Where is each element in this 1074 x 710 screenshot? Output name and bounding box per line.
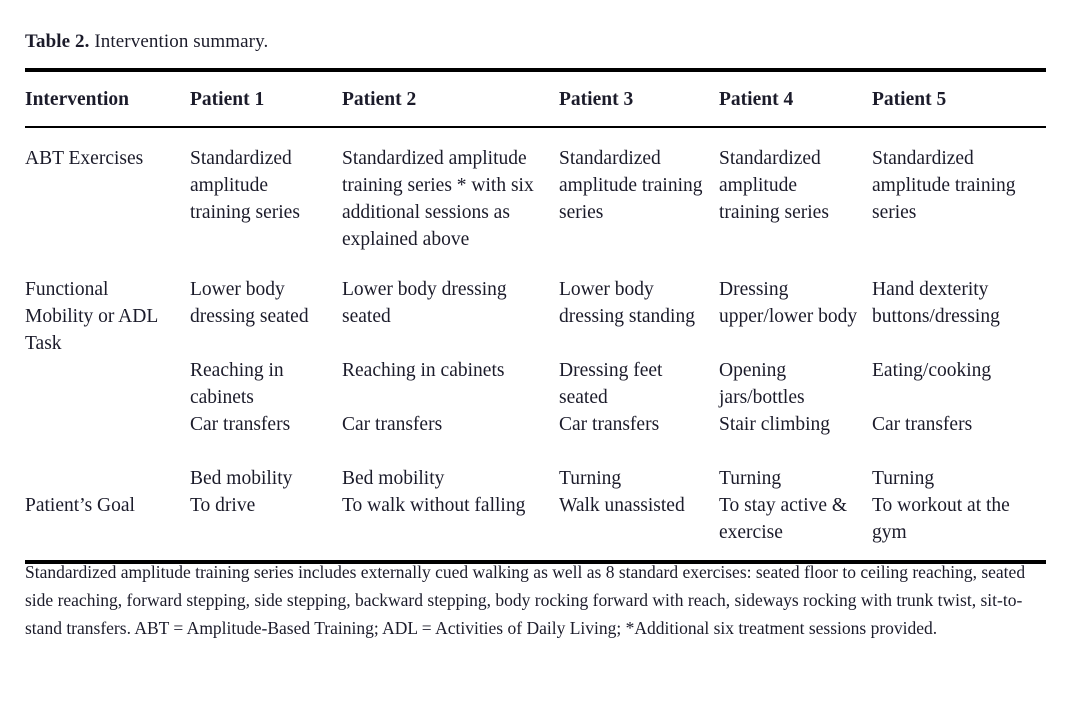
cell-abt-patient-2: Standardized amplitude training series *… <box>342 148 534 250</box>
cell-goal-patient-3: Walk unassisted <box>559 495 685 516</box>
adl-item: Hand dexterity buttons/dressing <box>872 279 1000 327</box>
table-caption: Table 2. Intervention summary. <box>25 30 268 54</box>
adl-item: Lower body dressing standing <box>559 279 695 327</box>
adl-item: Lower body dressing seated <box>342 279 507 327</box>
cell-goal-patient-5: To workout at the gym <box>872 495 1010 543</box>
adl-item: Bed mobility <box>342 468 445 489</box>
adl-item: Dressing upper/lower body <box>719 279 858 327</box>
cell-abt-patient-5: Standardized amplitude training series <box>872 148 1016 223</box>
adl-item: Car transfers <box>872 414 973 435</box>
table-caption-text: Intervention summary. <box>89 31 269 52</box>
row-header-patient-goal: Patient’s Goal <box>25 495 135 516</box>
adl-item: Car transfers <box>342 414 443 435</box>
table-row-functional-mobility: Functional Mobility or ADL Task Lower bo… <box>25 263 1046 492</box>
intervention-summary-table: Intervention Patient 1 Patient 2 Patient… <box>25 68 1046 564</box>
adl-item: Car transfers <box>190 414 291 435</box>
cell-goal-patient-4: To stay active & exercise <box>719 495 848 543</box>
cell-adl-patient-3: Lower body dressing standing Dressing fe… <box>559 263 719 492</box>
cell-abt-patient-1: Standardized amplitude training series <box>190 148 300 223</box>
adl-item: Lower body dressing seated <box>190 279 309 327</box>
table-footnote: Standardized amplitude training series i… <box>25 562 1026 638</box>
row-header-abt-exercises: ABT Exercises <box>25 148 144 169</box>
cell-abt-patient-4: Standardized amplitude training series <box>719 148 829 223</box>
column-header-patient-5: Patient 5 <box>872 88 947 110</box>
cell-goal-patient-1: To drive <box>190 495 256 516</box>
table-caption-label: Table 2. <box>25 31 90 52</box>
column-header-patient-1: Patient 1 <box>190 88 265 110</box>
table-rule-bottom <box>25 560 1046 564</box>
row-header-functional-mobility: Functional Mobility or ADL Task <box>25 279 158 354</box>
adl-item: Stair climbing <box>719 414 831 435</box>
adl-item: Reaching in cabinets <box>190 360 284 408</box>
column-header-patient-3: Patient 3 <box>559 88 634 110</box>
column-header-patient-4: Patient 4 <box>719 88 794 110</box>
table-row-abt-exercises: ABT Exercises Standardized amplitude tra… <box>25 128 1046 263</box>
column-header-patient-2: Patient 2 <box>342 88 417 110</box>
adl-item: Opening jars/bottles <box>719 360 805 408</box>
cell-adl-patient-5: Hand dexterity buttons/dressing Eating/c… <box>872 263 1046 492</box>
adl-item: Bed mobility <box>190 468 293 489</box>
cell-adl-patient-1: Lower body dressing seated Reaching in c… <box>190 263 342 492</box>
adl-item: Dressing feet seated <box>559 360 663 408</box>
table-row-patient-goal: Patient’s Goal To drive To walk without … <box>25 492 1046 560</box>
table-rule-top <box>25 68 1046 72</box>
cell-adl-patient-4: Dressing upper/lower body Opening jars/b… <box>719 263 872 492</box>
adl-item: Car transfers <box>559 414 660 435</box>
column-header-intervention: Intervention <box>25 88 129 110</box>
adl-item: Turning <box>872 468 935 489</box>
table-rule-header <box>25 125 1046 128</box>
table-header-row: Intervention Patient 1 Patient 2 Patient… <box>25 72 1046 126</box>
adl-item: Eating/cooking <box>872 360 992 381</box>
cell-goal-patient-2: To walk without falling <box>342 495 526 516</box>
cell-adl-patient-2: Lower body dressing seated Reaching in c… <box>342 263 559 492</box>
adl-item: Turning <box>719 468 782 489</box>
cell-abt-patient-3: Standardized amplitude training series <box>559 148 703 223</box>
adl-item: Reaching in cabinets <box>342 360 505 381</box>
adl-item: Turning <box>559 468 622 489</box>
